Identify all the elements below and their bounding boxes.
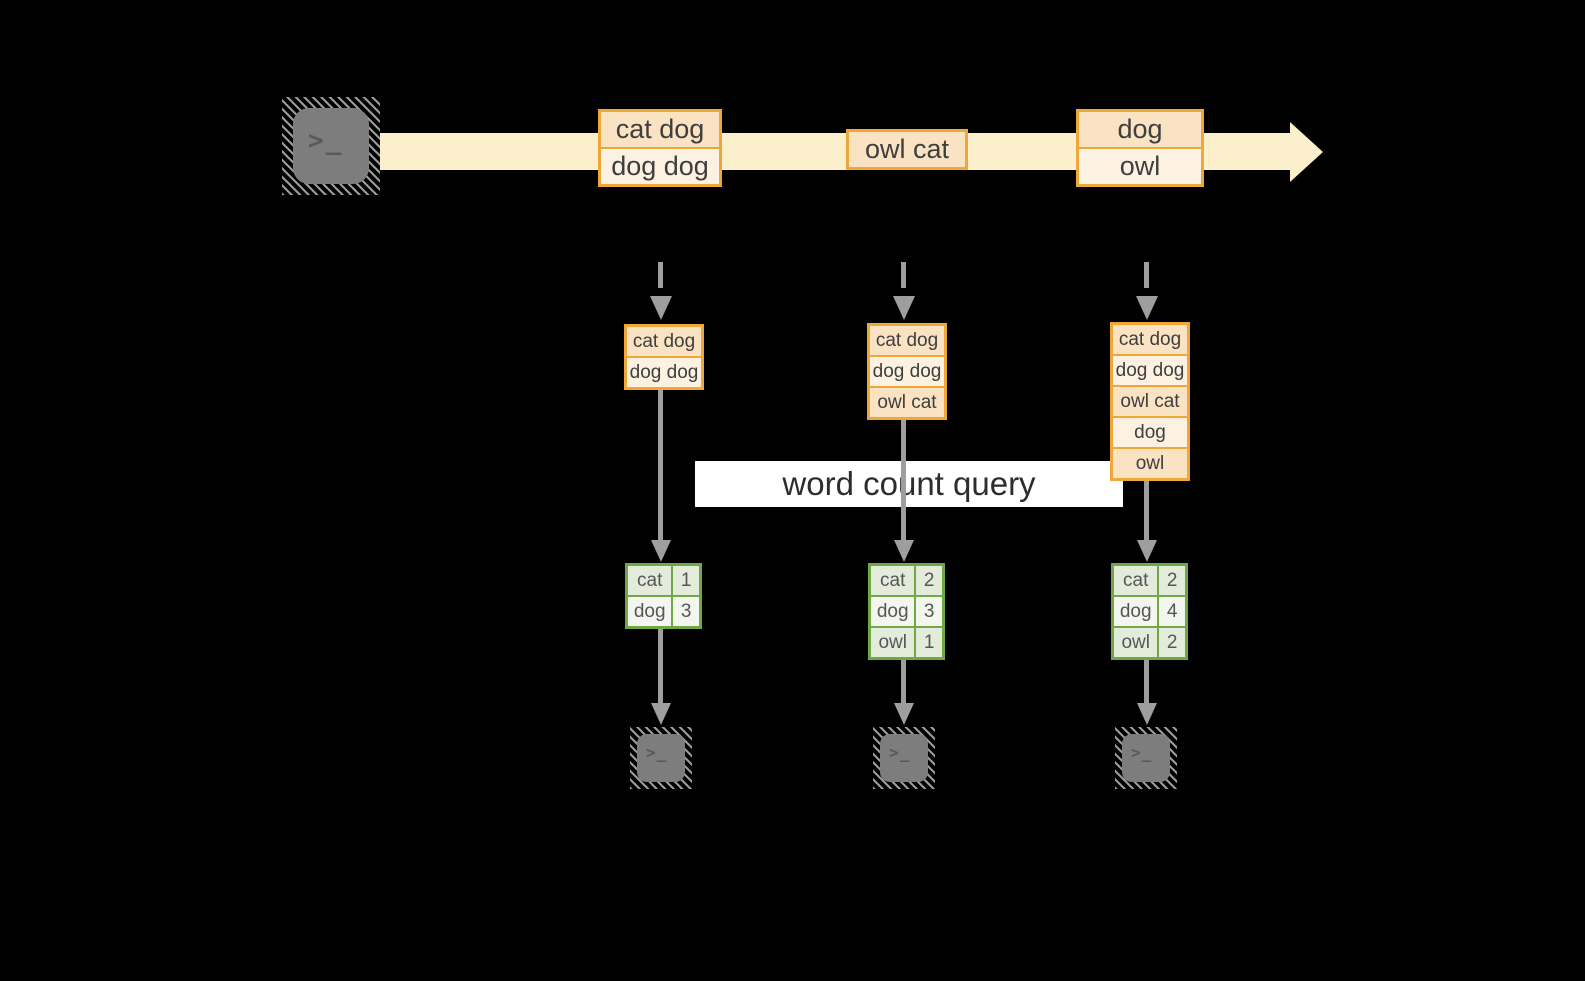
ingest-dashed-arrow: [901, 262, 906, 288]
terminal-source-icon: >_: [282, 97, 380, 195]
stream-record-box-2: owl cat: [846, 129, 968, 170]
stack-record-text: cat dog: [627, 327, 701, 356]
terminal-prompt-glyph: >_: [1131, 743, 1153, 762]
connector-arrowhead-icon: [651, 540, 671, 562]
stack-record-text: cat dog: [870, 326, 944, 355]
stack-record-text: owl cat: [870, 386, 944, 417]
count-cell: 2: [1159, 566, 1185, 595]
count-cell: 1: [673, 566, 699, 595]
ingest-arrowhead-icon: [893, 296, 915, 320]
ingest-arrowhead-icon: [650, 296, 672, 320]
stream-record-text: dog dog: [601, 147, 719, 184]
stack-record-text: cat dog: [1113, 325, 1187, 354]
terminal-output-icon-2: >_: [873, 727, 935, 789]
terminal-body: >_: [880, 734, 928, 782]
count-cell: 2: [1159, 628, 1185, 657]
connector-arrowhead-icon: [651, 703, 671, 725]
stack-record-text: dog dog: [627, 356, 701, 387]
terminal-output-icon-1: >_: [630, 727, 692, 789]
stack-record-text: dog: [1113, 416, 1187, 447]
query-banner-label: word count query: [782, 465, 1036, 502]
word-cell: owl: [1114, 628, 1160, 657]
stream-record-text: owl cat: [849, 132, 965, 167]
count-cell: 1: [916, 628, 942, 657]
stack-record-text: owl: [1113, 447, 1187, 478]
word-cell: owl: [871, 628, 917, 657]
ingest-arrowhead-icon: [1136, 296, 1158, 320]
stack-record-text: owl cat: [1113, 385, 1187, 416]
terminal-prompt-glyph: >_: [646, 743, 668, 762]
connector-arrowhead-icon: [894, 703, 914, 725]
stream-record-text: dog: [1079, 112, 1201, 147]
stream-record-text: owl: [1079, 147, 1201, 184]
connector-line: [901, 420, 906, 540]
connector-arrowhead-icon: [894, 540, 914, 562]
count-cell: 3: [673, 597, 699, 626]
count-cell: 2: [916, 566, 942, 595]
stream-arrowhead-icon: [1290, 122, 1323, 182]
connector-line: [658, 390, 663, 540]
word-cell: dog: [1114, 597, 1160, 626]
connector-line: [901, 660, 906, 703]
terminal-body: >_: [637, 734, 685, 782]
connector-line: [1144, 481, 1149, 540]
terminal-body: >_: [1122, 734, 1170, 782]
terminal-prompt-glyph: >_: [889, 743, 911, 762]
connector-arrowhead-icon: [1137, 540, 1157, 562]
connector-arrowhead-icon: [1137, 703, 1157, 725]
terminal-body: >_: [293, 108, 369, 184]
query-banner: word count query: [695, 461, 1123, 507]
word-cell: cat: [1114, 566, 1160, 595]
terminal-output-icon-3: >_: [1115, 727, 1177, 789]
terminal-prompt-glyph: >_: [308, 126, 344, 156]
word-cell: dog: [871, 597, 917, 626]
connector-line: [658, 629, 663, 703]
word-cell: dog: [628, 597, 674, 626]
ingest-dashed-arrow: [658, 262, 663, 288]
word-cell: cat: [628, 566, 674, 595]
stack-record-text: dog dog: [1113, 354, 1187, 385]
stack-record-text: dog dog: [870, 355, 944, 386]
count-cell: 3: [916, 597, 942, 626]
connector-line: [1144, 660, 1149, 703]
stream-record-text: cat dog: [601, 112, 719, 147]
word-cell: cat: [871, 566, 917, 595]
count-cell: 4: [1159, 597, 1185, 626]
ingest-dashed-arrow: [1144, 262, 1149, 288]
